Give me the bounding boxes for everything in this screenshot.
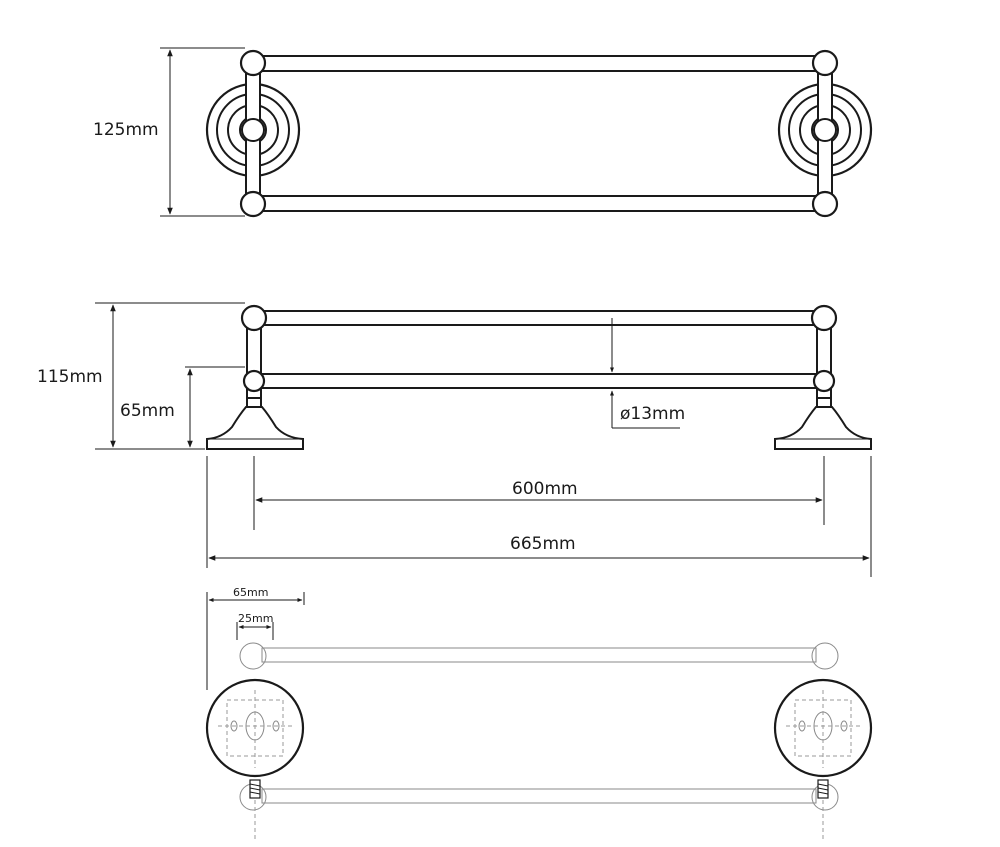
side-lower-rail [261, 373, 817, 389]
side-left-base [206, 395, 304, 450]
side-lower-bar-height-label: 65mm [120, 401, 175, 421]
top-view: 125mm [93, 47, 873, 218]
bottom-base-diameter-label: 65mm [233, 586, 268, 599]
side-view: 115mm 65mm ø13mm 600mm 665mm [37, 302, 872, 577]
top-lower-rail [261, 195, 817, 212]
bottom-hole-spacing-label: 25mm [238, 612, 273, 625]
side-right-base [774, 395, 872, 450]
bottom-right-screw [817, 779, 829, 799]
side-centers-label: 600mm [512, 479, 578, 499]
bottom-left-base [205, 678, 305, 778]
side-upper-rail [261, 310, 817, 326]
top-height-label: 125mm [93, 120, 159, 140]
side-bar-diameter-label: ø13mm [620, 404, 685, 424]
side-total-height-label: 115mm [37, 367, 103, 387]
bottom-view: 65mm 25mm [205, 586, 873, 840]
bottom-right-base [773, 678, 873, 778]
side-overall-length-label: 665mm [510, 534, 576, 554]
top-upper-rail [261, 55, 817, 72]
bottom-left-screw [249, 779, 261, 799]
